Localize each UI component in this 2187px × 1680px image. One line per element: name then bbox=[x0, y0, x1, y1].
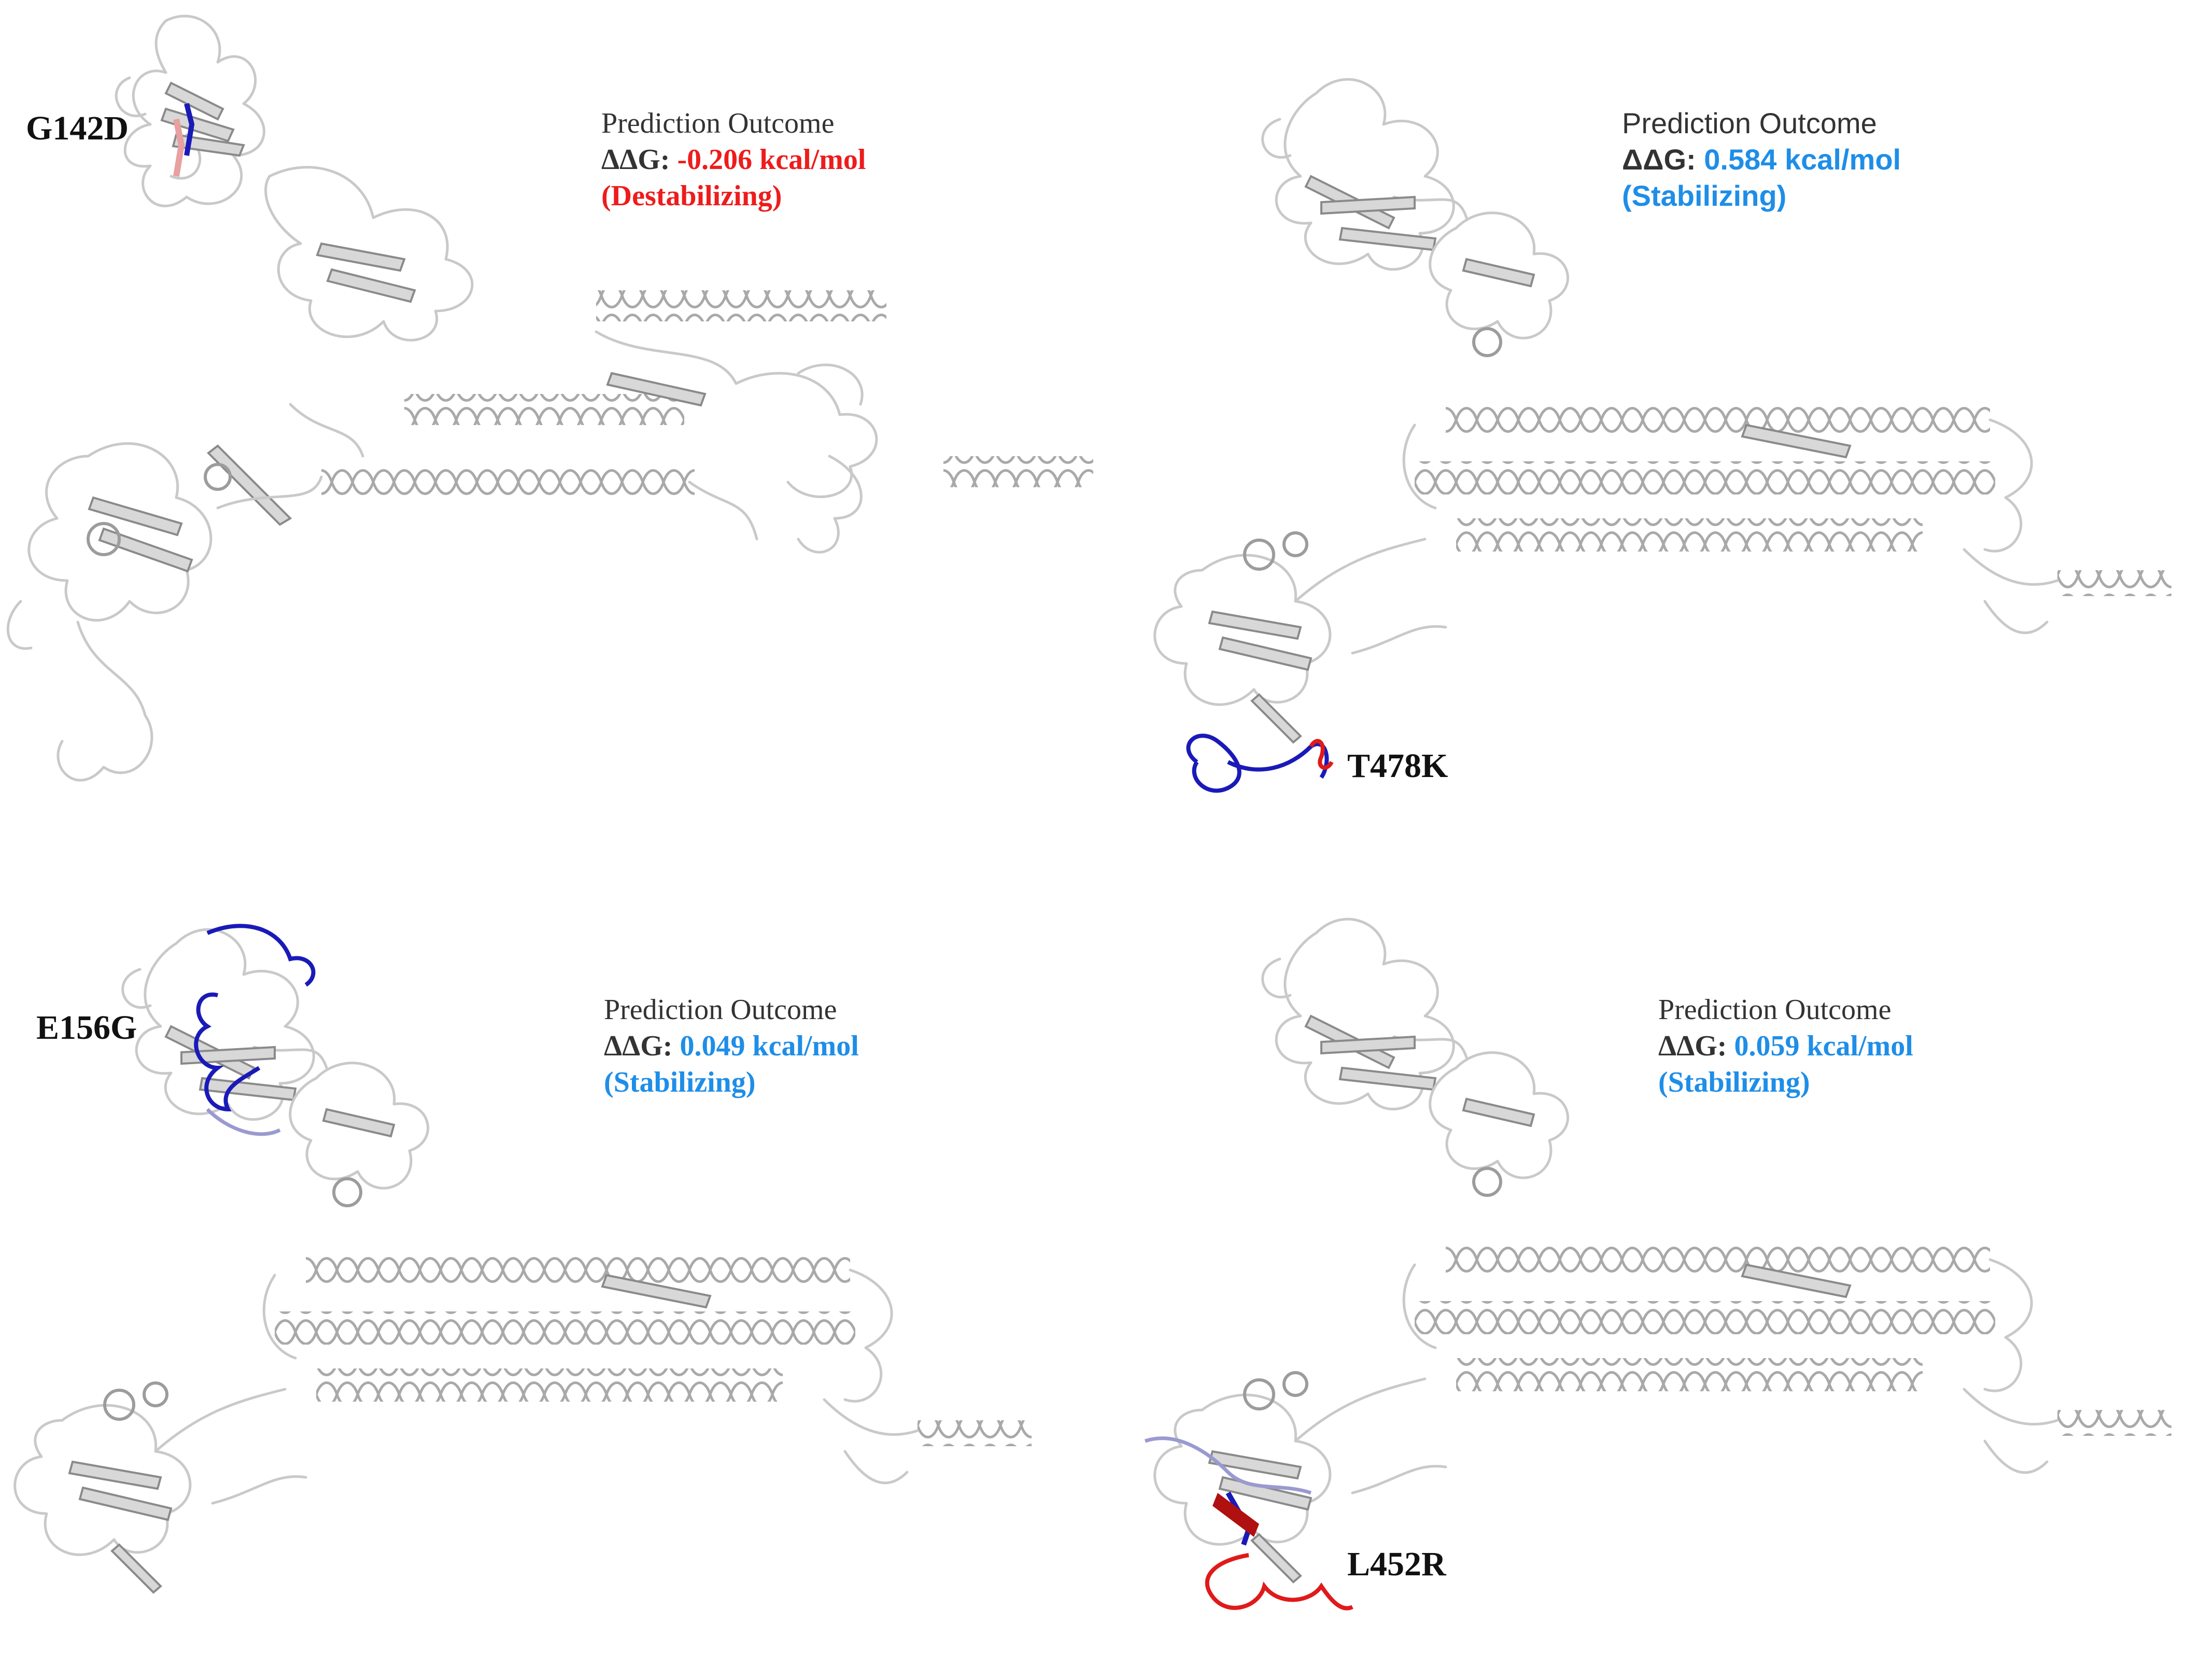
mutation-site-marker bbox=[1186, 733, 1329, 793]
outcome-title: Prediction Outcome bbox=[601, 107, 835, 139]
ddg-value: 0.059 kcal/mol bbox=[1734, 1030, 1913, 1062]
effect-label: (Stabilizing) bbox=[1622, 179, 1787, 212]
ddg-line: ΔΔG: 0.059 kcal/mol bbox=[1658, 1032, 1913, 1061]
ddg-value: 0.049 kcal/mol bbox=[680, 1030, 859, 1062]
protein-structure-image bbox=[0, 924, 1093, 1679]
effect-label: (Stabilizing) bbox=[1658, 1066, 1810, 1098]
ddg-symbol: ΔΔG: bbox=[1622, 143, 1696, 176]
effect-label: (Destabilizing) bbox=[601, 180, 782, 212]
outcome-title: Prediction Outcome bbox=[1622, 107, 1877, 139]
mutation-label: T478K bbox=[1347, 747, 1448, 785]
panel-e156g: E156G Prediction Outcome ΔΔG: 0.049 kcal… bbox=[0, 840, 1093, 1679]
ddg-line: ΔΔG: 0.584 kcal/mol bbox=[1622, 145, 1901, 174]
ddg-symbol: ΔΔG: bbox=[1658, 1030, 1727, 1062]
ddg-line: ΔΔG: -0.206 kcal/mol bbox=[601, 145, 866, 174]
outcome-title: Prediction Outcome bbox=[1658, 994, 1892, 1026]
mutation-site-marker bbox=[184, 103, 195, 156]
outcome-title: Prediction Outcome bbox=[604, 994, 837, 1026]
mutation-label: E156G bbox=[36, 1009, 137, 1047]
ddg-value: 0.584 kcal/mol bbox=[1704, 143, 1901, 176]
prediction-outcome: Prediction Outcome ΔΔG: -0.206 kcal/mol … bbox=[601, 109, 866, 210]
ddg-symbol: ΔΔG: bbox=[601, 144, 670, 176]
ddg-symbol: ΔΔG: bbox=[604, 1030, 673, 1062]
panel-t478k: T478K Prediction Outcome ΔΔG: 0.584 kcal… bbox=[1093, 0, 2186, 840]
panel-g142d: G142D Prediction Outcome ΔΔG: -0.206 kca… bbox=[0, 0, 1093, 840]
effect-label: (Stabilizing) bbox=[604, 1066, 756, 1098]
protein-structure-image bbox=[1093, 0, 2186, 793]
prediction-outcome: Prediction Outcome ΔΔG: 0.584 kcal/mol (… bbox=[1622, 109, 1901, 210]
mutation-site-marker bbox=[194, 992, 261, 1112]
prediction-outcome: Prediction Outcome ΔΔG: 0.049 kcal/mol (… bbox=[604, 995, 859, 1097]
ddg-value: -0.206 kcal/mol bbox=[677, 144, 866, 176]
protein-structure-image bbox=[0, 0, 1093, 840]
panel-l452r: L452R Prediction Outcome ΔΔG: 0.059 kcal… bbox=[1093, 840, 2186, 1679]
mutation-label: G142D bbox=[26, 109, 129, 147]
prediction-outcome: Prediction Outcome ΔΔG: 0.059 kcal/mol (… bbox=[1658, 995, 1913, 1097]
protein-structure-image bbox=[1144, 840, 2186, 1611]
mutation-label: L452R bbox=[1347, 1545, 1446, 1583]
ddg-line: ΔΔG: 0.049 kcal/mol bbox=[604, 1032, 859, 1061]
